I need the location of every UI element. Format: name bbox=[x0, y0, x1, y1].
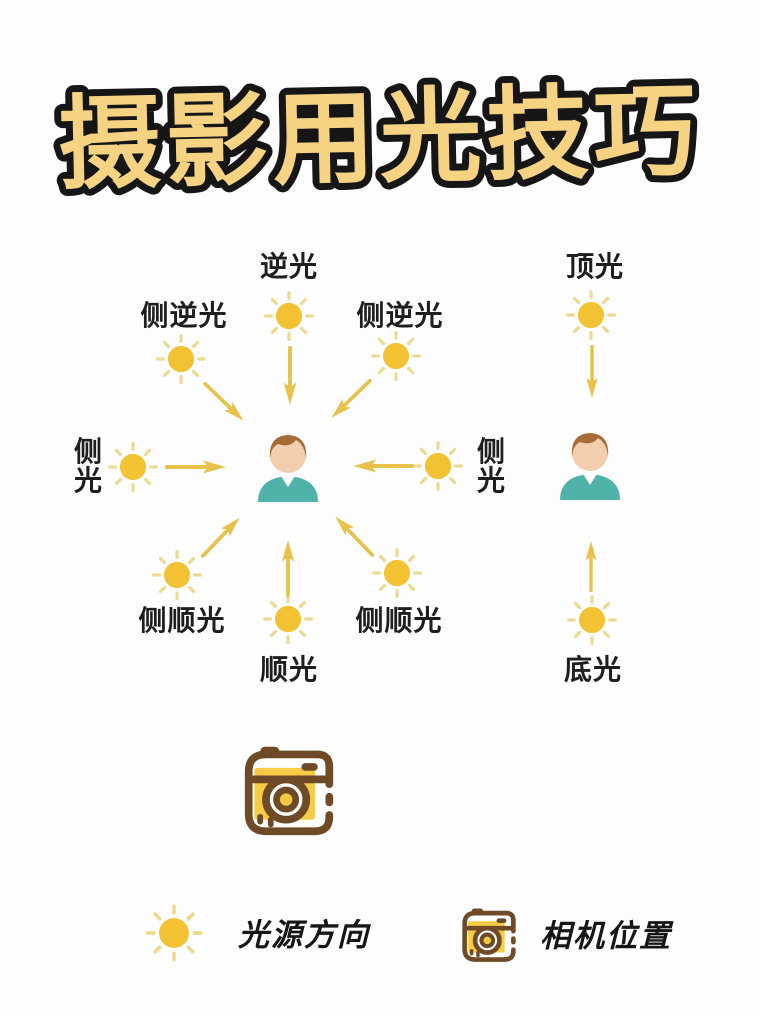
sun-icon-bottom-light bbox=[567, 595, 617, 645]
label-bottom-light: 底光 bbox=[563, 654, 623, 685]
label-top-light: 顶光 bbox=[565, 251, 625, 282]
subject-person-icon bbox=[258, 435, 318, 502]
label-side-backlight-left: 侧逆光 bbox=[140, 300, 228, 331]
arrow-bottom-light bbox=[583, 540, 599, 592]
camera-icon bbox=[241, 741, 337, 837]
legend-light-source-label: 光源方向 bbox=[238, 917, 370, 953]
arrow-side-front-light-right bbox=[329, 510, 379, 561]
sun-icon-side-backlight-left bbox=[156, 334, 206, 384]
sun-icon-backlight bbox=[264, 291, 314, 341]
sun-icon-side-light-left bbox=[108, 442, 158, 492]
sun-icon-side-light-right bbox=[413, 441, 463, 491]
subject-person-icon-vertical bbox=[560, 433, 620, 500]
arrow-side-light-right bbox=[352, 458, 414, 474]
label-side-backlight-right: 侧逆光 bbox=[356, 300, 444, 331]
label-side-front-light-right: 侧顺光 bbox=[355, 605, 443, 636]
label-side-light-left: 侧光 bbox=[73, 435, 102, 496]
arrow-top-light bbox=[584, 345, 600, 399]
legend-camera-icon bbox=[460, 905, 518, 963]
arrow-front-light bbox=[280, 539, 296, 597]
label-side-front-light-left: 侧顺光 bbox=[138, 605, 226, 636]
sun-icon-side-backlight-right bbox=[371, 331, 421, 381]
arrow-side-light-left bbox=[165, 459, 227, 475]
arrow-backlight bbox=[282, 346, 298, 406]
label-side-light-right: 侧光 bbox=[476, 435, 505, 496]
label-front-light: 顺光 bbox=[259, 654, 319, 685]
legend-sun-icon bbox=[145, 904, 203, 962]
arrow-side-backlight-left bbox=[199, 377, 250, 427]
arrow-side-backlight-right bbox=[325, 374, 376, 424]
arrow-side-front-light-left bbox=[196, 511, 246, 562]
label-backlight: 逆光 bbox=[259, 251, 319, 282]
page-title: 摄影用光技巧 bbox=[57, 74, 701, 201]
sun-icon-side-front-light-left bbox=[152, 550, 202, 600]
sun-icon-side-front-light-right bbox=[372, 548, 422, 598]
legend-camera-position-label: 相机位置 bbox=[540, 918, 672, 954]
sun-icon-front-light bbox=[263, 594, 313, 644]
sun-icon-top-light bbox=[566, 290, 616, 340]
title-banner: 摄影用光技巧 bbox=[50, 67, 708, 208]
